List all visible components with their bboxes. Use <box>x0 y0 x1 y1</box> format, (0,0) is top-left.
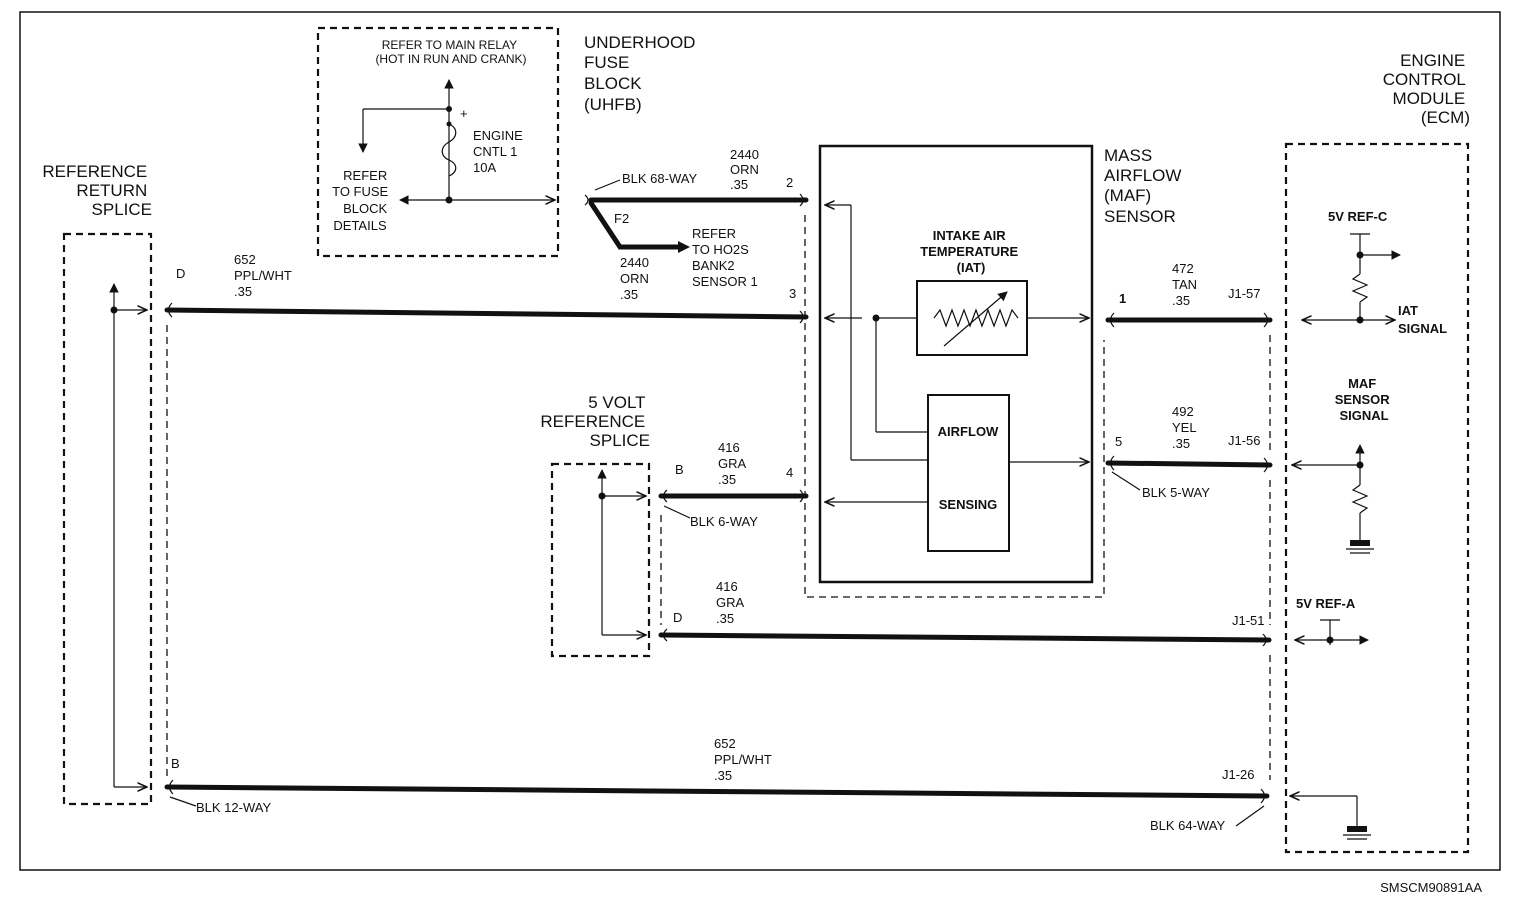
connector-blk64-label: BLK 64-WAY <box>1150 818 1225 833</box>
ground-icon <box>1343 826 1371 840</box>
pin-maf-5: 5 <box>1115 434 1122 449</box>
wire-472-label: 472 TAN .35 <box>1172 261 1201 308</box>
pin-maf-4: 4 <box>786 465 793 480</box>
pullup-resistor-icon <box>1351 273 1369 303</box>
pin-maf-3: 3 <box>789 286 796 301</box>
wire-472-tan <box>1105 312 1273 328</box>
pin-b-6way: B <box>675 462 684 477</box>
pin-j1-51: J1-51 <box>1232 613 1265 628</box>
iat-label: INTAKE AIR TEMPERATURE (IAT) <box>920 228 1022 275</box>
pin-j1-57: J1-57 <box>1228 286 1261 301</box>
ref-a-label: 5V REF-A <box>1296 596 1356 611</box>
diagram-frame <box>19 11 1501 871</box>
ref-c-label: 5V REF-C <box>1328 209 1388 224</box>
pulldown-resistor-icon <box>1351 484 1369 514</box>
wire-416-top-label: 416 GRA .35 <box>718 440 749 487</box>
wire-492-yel <box>1105 455 1273 473</box>
sensing-label: SENSING <box>939 497 998 512</box>
wire-416-bottom-label: 416 GRA .35 <box>716 579 747 626</box>
iat-signal-label: IAT SIGNAL <box>1398 303 1447 336</box>
wire-2440-bottom-label: 2440 ORN .35 <box>620 255 653 302</box>
maf-sensor-signal-label: MAF SENSOR SIGNAL <box>1335 376 1394 423</box>
wire-492-label: 492 YEL .35 <box>1172 404 1200 451</box>
engine-control-module <box>1284 142 1470 854</box>
wire-2440-top-label: 2440 ORN .35 <box>730 147 763 192</box>
pin-j1-26: J1-26 <box>1222 767 1255 782</box>
connector-blk68-label: BLK 68-WAY <box>622 171 697 186</box>
connector-blk12-label: BLK 12-WAY <box>196 800 271 815</box>
fuse-label: ENGINE CNTL 1 10A <box>473 128 526 175</box>
fuse-icon <box>441 123 457 177</box>
connector-blk6-label: BLK 6-WAY <box>690 514 758 529</box>
airflow-label: AIRFLOW <box>938 424 999 439</box>
maf-sensor-title: MASS AIRFLOW (MAF) SENSOR <box>1104 146 1186 226</box>
fuse-plus-label: + <box>460 106 468 121</box>
pin-maf-2: 2 <box>786 175 793 190</box>
connector-blk5-label: BLK 5-WAY <box>1142 485 1210 500</box>
wire-652-top <box>164 302 809 324</box>
wire-416-bottom <box>658 628 1272 647</box>
wire-652-bottom <box>164 779 1270 804</box>
reference-return-splice-label: REFERENCE RETURN SPLICE <box>42 162 152 219</box>
pin-f2: F2 <box>614 211 629 226</box>
wire-416-top <box>658 489 809 503</box>
ho2s-ref-label: REFER TO HO2S BANK2 SENSOR 1 <box>692 226 758 289</box>
airflow-sensing-element <box>927 394 1010 552</box>
five-volt-splice-label: 5 VOLT REFERENCE SPLICE <box>540 393 650 450</box>
ground-icon <box>1346 540 1374 554</box>
pin-d-top: D <box>176 266 185 281</box>
maf-sensor <box>804 144 1105 598</box>
diagram-id: SMSCM90891AA <box>1380 880 1482 895</box>
uhfb-title: UNDERHOOD FUSE BLOCK (UHFB) <box>584 33 700 114</box>
wire-652-top-label: 652 PPL/WHT .35 <box>234 252 295 299</box>
iat-thermistor <box>916 280 1028 356</box>
pin-d-6way: D <box>673 610 682 625</box>
wire-2440-orn <box>584 193 809 253</box>
five-volt-reference-splice <box>550 462 651 658</box>
main-relay-note: REFER TO MAIN RELAY (HOT IN RUN AND CRAN… <box>375 38 526 66</box>
fuse-block-details-ref: REFER TO FUSE BLOCK DETAILS <box>332 168 392 233</box>
underhood-fuse-block <box>316 26 560 258</box>
reference-return-splice <box>62 232 153 806</box>
ecm-title: ENGINE CONTROL MODULE (ECM) <box>1383 51 1470 127</box>
thermistor-icon <box>933 308 1019 328</box>
wire-652-bottom-label: 652 PPL/WHT .35 <box>714 736 775 783</box>
pin-b-bottom: B <box>171 756 180 771</box>
pin-maf-1: 1 <box>1119 291 1126 306</box>
pin-j1-56: J1-56 <box>1228 433 1261 448</box>
